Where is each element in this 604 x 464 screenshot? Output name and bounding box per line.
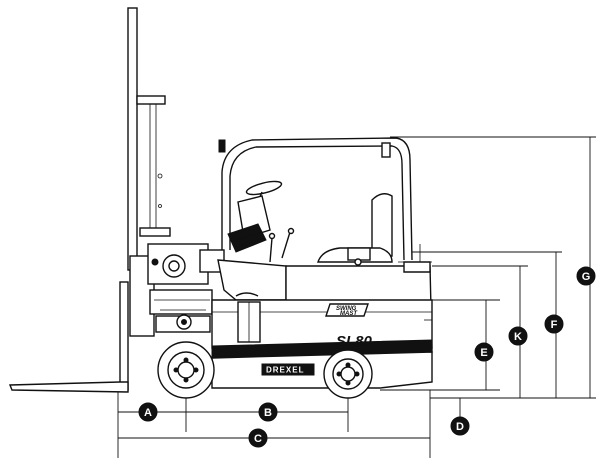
chassis — [211, 244, 433, 389]
swing-mast-label-line-1: SWING — [336, 306, 357, 312]
model-label: SL80 — [336, 333, 373, 350]
overhead-guard — [218, 137, 413, 261]
brand-label: DREXEL — [266, 366, 304, 375]
callout-f: F — [544, 314, 564, 334]
callout-c-label: C — [254, 433, 262, 445]
callout-e: E — [474, 342, 494, 362]
callout-g-label: G — [582, 271, 591, 283]
callout-a: A — [138, 402, 158, 422]
operator-seat — [317, 193, 393, 266]
callout-f-label: F — [551, 319, 558, 331]
callout-k: K — [508, 326, 528, 346]
rear-wheel — [323, 349, 373, 399]
callout-e-label: E — [480, 347, 487, 359]
callout-b: B — [258, 402, 278, 422]
brand-plate: DREXEL — [261, 363, 315, 376]
swing-mast-decal: SWING MAST — [325, 303, 369, 317]
mast — [127, 7, 171, 271]
callout-g: G — [576, 266, 596, 286]
callout-b-label: B — [264, 407, 272, 419]
front-wheel — [157, 341, 215, 399]
steering-controls — [227, 180, 295, 263]
callout-d: D — [450, 416, 470, 436]
forks — [8, 281, 129, 393]
callout-d-label: D — [456, 421, 464, 433]
callout-c: C — [248, 428, 268, 448]
carriage-assembly — [129, 243, 225, 337]
callout-k-label: K — [514, 331, 522, 343]
swing-mast-label-line-2: MAST — [340, 311, 358, 317]
callout-a-label: A — [144, 407, 152, 419]
